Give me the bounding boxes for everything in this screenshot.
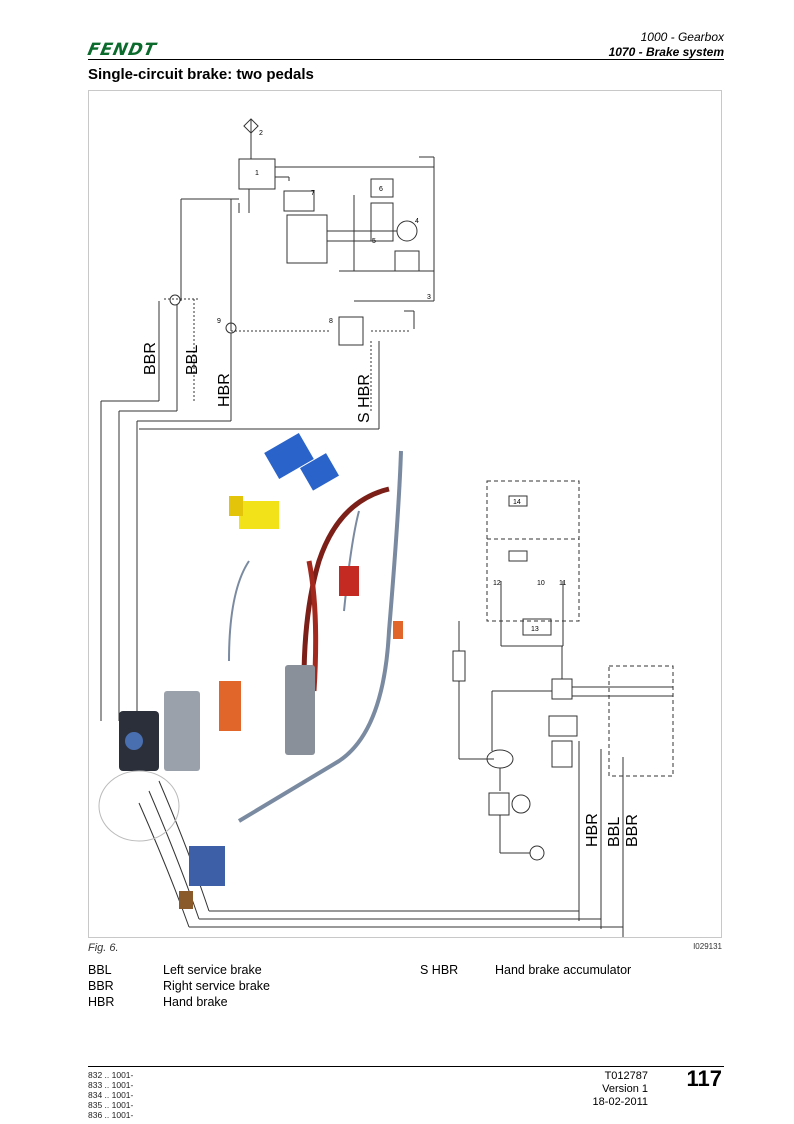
serial-item: 832 .. 1001- (88, 1070, 134, 1080)
component-num-12: 12 (493, 580, 501, 587)
serial-item: 836 .. 1001- (88, 1110, 134, 1120)
section-title: 1000 - Gearbox (640, 30, 724, 44)
footer-rule (88, 1066, 724, 1067)
legend-row: HBR Hand brake (88, 994, 270, 1010)
diagram-drawing: BBR BBL HBR S HBR HBR BBL BBR 1 2 3 4 5 … (98, 118, 674, 937)
legend-row: BBL Left service brake (88, 962, 270, 978)
component-num-6: 6 (379, 186, 383, 193)
component-num-8: 8 (329, 318, 333, 325)
line-label-shbr: S HBR (356, 374, 373, 423)
doc-version: Version 1 (602, 1083, 648, 1095)
component-num-10: 10 (537, 580, 545, 587)
legend-desc: Hand brake accumulator (495, 963, 632, 977)
legend-desc: Left service brake (163, 963, 262, 977)
component-num-2: 2 (259, 130, 263, 137)
fendt-logo: FENDT (85, 40, 159, 60)
component-num-3: 3 (427, 294, 431, 301)
page-number: 117 (686, 1066, 723, 1091)
component-num-4: 4 (415, 218, 419, 225)
legend-row: S HBR Hand brake accumulator (420, 962, 631, 978)
figure-caption: Fig. 6. (88, 942, 119, 954)
line-label-bbr-left: BBR (142, 342, 159, 375)
document-info: T012787 Version 1 18-02-2011 (560, 1070, 648, 1109)
header-rule (88, 59, 724, 60)
serial-list: 832 .. 1001- 833 .. 1001- 834 .. 1001- 8… (88, 1070, 133, 1120)
component-num-13: 13 (531, 626, 539, 633)
legend-abbr: BBL (88, 963, 112, 977)
component-num-14: 14 (513, 499, 521, 506)
legend-row: BBR Right service brake (88, 978, 270, 994)
legend-abbr: S HBR (420, 963, 459, 977)
header-section-info: 1000 - Gearbox 1070 - Brake system (609, 30, 724, 60)
brake-system-diagram: BBR BBL HBR S HBR HBR BBL BBR 1 2 3 4 5 … (88, 90, 722, 938)
line-label-bbl-right: BBL (606, 817, 623, 847)
line-label-hbr-left: HBR (216, 373, 233, 407)
serial-item: 833 .. 1001- (88, 1080, 134, 1090)
component-num-9: 9 (217, 318, 221, 325)
subsection-title: 1070 - Brake system (608, 45, 724, 59)
line-label-bbr-right: BBR (624, 814, 641, 847)
page-title: Single-circuit brake: two pedals (88, 66, 314, 83)
legend-desc: Hand brake (163, 995, 228, 1009)
component-num-11: 11 (559, 580, 566, 587)
legend-left: BBL Left service brake BBR Right service… (88, 962, 270, 1010)
serial-item: 834 .. 1001- (88, 1090, 134, 1100)
line-label-hbr-right: HBR (584, 813, 601, 847)
serial-item: 835 .. 1001- (88, 1100, 134, 1110)
legend-right: S HBR Hand brake accumulator (420, 962, 631, 978)
doc-number: T012787 (604, 1070, 648, 1082)
figure-id: I029131 (693, 942, 722, 951)
legend-abbr: HBR (88, 995, 115, 1009)
component-num-7: 7 (311, 190, 315, 197)
legend-desc: Right service brake (163, 979, 270, 993)
component-num-1: 1 (255, 170, 259, 177)
legend-abbr: BBR (88, 979, 114, 993)
line-label-bbl-left: BBL (184, 345, 201, 375)
component-num-5: 5 (372, 238, 376, 245)
doc-date: 18-02-2011 (592, 1096, 648, 1108)
